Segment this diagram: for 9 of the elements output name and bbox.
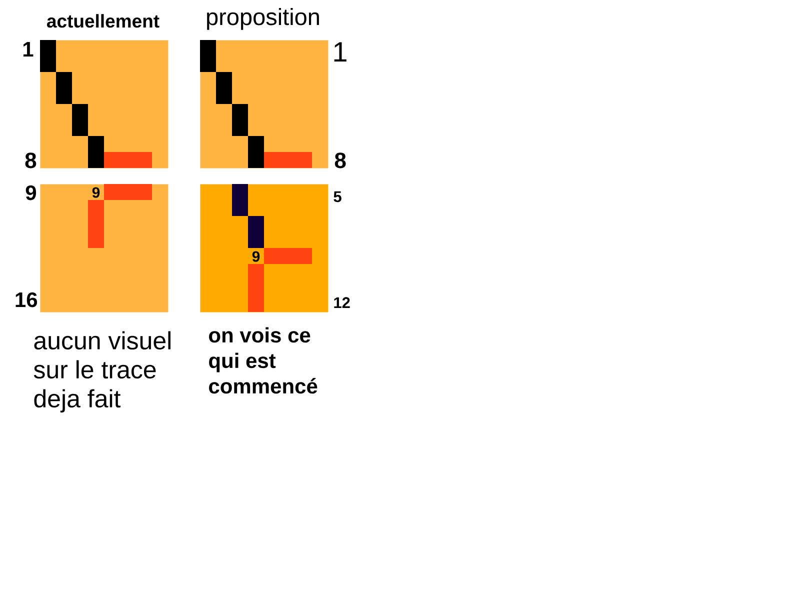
caption: aucun visuel sur le trace deja fait	[34, 331, 170, 412]
grid-panel: 9	[40, 184, 168, 312]
row-number: 5	[334, 191, 342, 202]
column-heading: actuellement	[47, 14, 160, 28]
caption: on vois ce qui est commencé	[209, 327, 318, 394]
row-number: 8	[25, 152, 36, 168]
row-number: 8	[334, 152, 346, 168]
row-number: 9	[26, 185, 36, 200]
column-heading: proposition	[207, 8, 319, 30]
